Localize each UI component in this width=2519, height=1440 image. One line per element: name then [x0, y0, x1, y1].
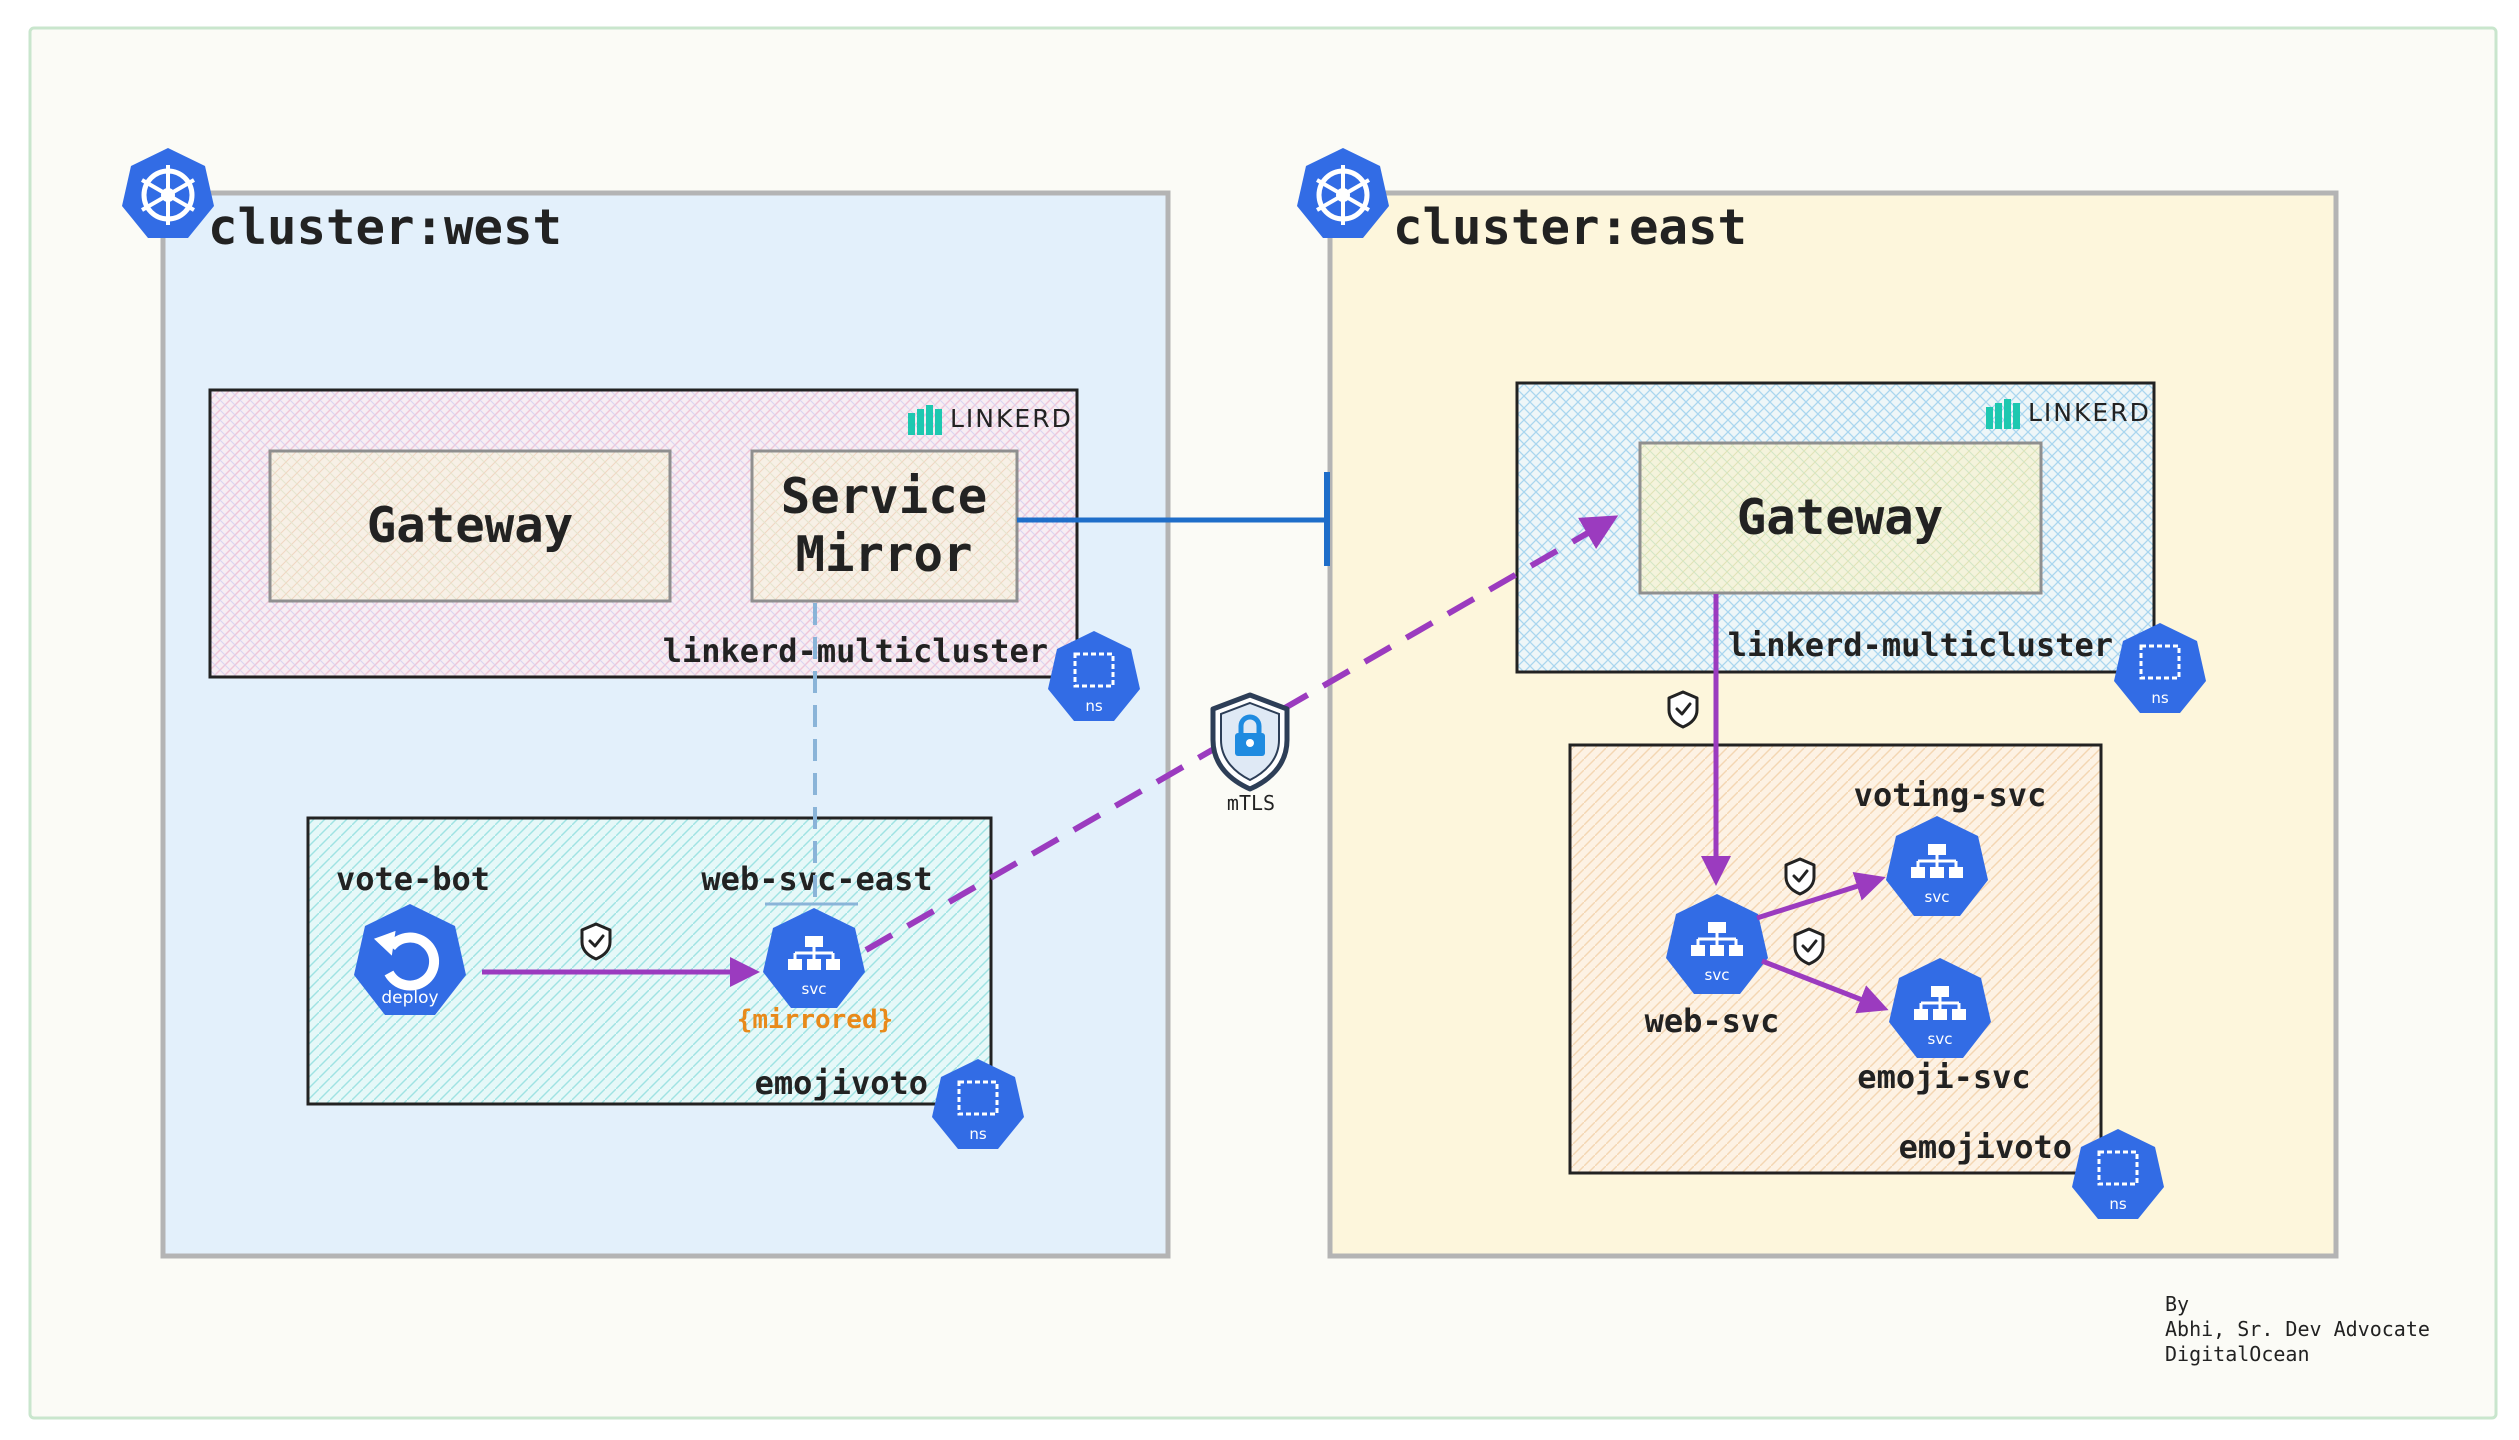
mirrored-tag: {mirrored} — [737, 1005, 894, 1035]
svg-text:svc: svc — [802, 980, 827, 998]
web-svc-label: web-svc — [1645, 1002, 1780, 1040]
credit-block: By Abhi, Sr. Dev Advocate DigitalOcean — [2165, 1292, 2430, 1366]
cluster-east-label: cluster:east — [1393, 199, 1747, 256]
east-emojivoto-ns-name: emojivoto — [1899, 1128, 2072, 1166]
kubernetes-helm-icon — [122, 148, 214, 238]
cluster-west: cluster:west LINKERD Gateway Service Mir… — [122, 148, 1171, 1259]
kubernetes-helm-icon — [1297, 148, 1389, 238]
svc-icon[interactable]: svc — [763, 908, 865, 1008]
west-emojivoto-namespace — [306, 816, 993, 1106]
cluster-west-label: cluster:west — [208, 199, 562, 256]
linkerd-logo-icon — [1986, 399, 2020, 429]
svg-text:svc: svc — [1705, 966, 1730, 984]
svg-text:deploy: deploy — [381, 988, 438, 1008]
svc-icon[interactable]: svc — [1889, 958, 1991, 1058]
west-gateway-label: Gateway — [367, 497, 574, 554]
emoji-svc-label: emoji-svc — [1857, 1058, 2030, 1096]
svc-icon[interactable]: svc — [1666, 894, 1768, 994]
lock-shield-icon — [1210, 692, 1290, 792]
east-gateway-box[interactable] — [1638, 441, 2043, 595]
service-mirror-label-line2: Mirror — [795, 526, 972, 583]
west-emojivoto-ns-name: emojivoto — [755, 1064, 928, 1102]
west-multicluster-ns-name: linkerd-multicluster — [663, 632, 1048, 670]
deploy-icon[interactable]: deploy — [354, 904, 466, 1015]
east-gateway-label: Gateway — [1737, 489, 1944, 546]
credit-line-2: Abhi, Sr. Dev Advocate — [2165, 1317, 2430, 1341]
linkerd-brand-west: LINKERD — [950, 404, 1073, 433]
svg-text:ns: ns — [969, 1125, 987, 1143]
west-gateway-box[interactable] — [268, 449, 672, 603]
namespace-badge-icon: ns — [2072, 1129, 2164, 1219]
cluster-east: cluster:east LINKERD Gateway linkerd-mul… — [1297, 148, 2339, 1259]
mtls-label: mTLS — [1227, 791, 1275, 815]
shield-check-icon — [1667, 690, 1699, 729]
linkerd-logo-icon — [908, 405, 942, 435]
web-svc-to-emoji-svc-arrow — [1761, 958, 1889, 1014]
web-svc-to-voting-svc-arrow — [1756, 871, 1886, 921]
namespace-badge-icon: ns — [932, 1059, 1024, 1149]
svc-icon[interactable]: svc — [1886, 816, 1988, 916]
namespace-badge-icon: ns — [1048, 631, 1140, 721]
service-mirror-label-line1: Service — [781, 468, 988, 525]
svg-text:svc: svc — [1925, 888, 1950, 906]
shield-check-icon — [1784, 857, 1816, 896]
linkerd-brand-east: LINKERD — [2028, 398, 2151, 427]
namespace-badge-icon: ns — [2114, 623, 2206, 713]
svg-text:svc: svc — [1928, 1030, 1953, 1048]
svg-text:ns: ns — [1085, 697, 1103, 715]
shield-check-icon — [580, 922, 612, 961]
shield-check-icon — [1793, 927, 1825, 966]
voting-svc-label: voting-svc — [1854, 776, 2047, 814]
east-multicluster-ns-name: linkerd-multicluster — [1728, 626, 2113, 664]
credit-line-3: DigitalOcean — [2165, 1342, 2310, 1366]
svg-text:ns: ns — [2151, 689, 2169, 707]
vote-bot-label: vote-bot — [336, 860, 490, 898]
service-mirror-box[interactable] — [750, 449, 1019, 603]
east-emojivoto-namespace — [1568, 743, 2103, 1175]
svg-text:ns: ns — [2109, 1195, 2127, 1213]
credit-line-1: By — [2165, 1292, 2189, 1316]
